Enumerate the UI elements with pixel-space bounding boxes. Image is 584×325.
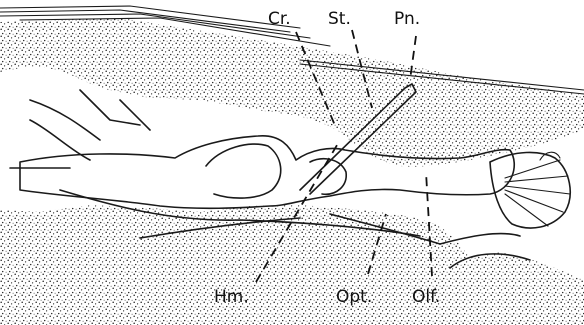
label-st: St. bbox=[328, 9, 351, 29]
label-opt: Opt. bbox=[336, 287, 372, 307]
label-cr: Cr. bbox=[268, 9, 291, 29]
brain-bulge bbox=[206, 144, 281, 198]
label-pn: Pn. bbox=[394, 9, 420, 29]
label-hm: Hm. bbox=[214, 287, 249, 307]
label-olf: Olf. bbox=[412, 287, 440, 307]
